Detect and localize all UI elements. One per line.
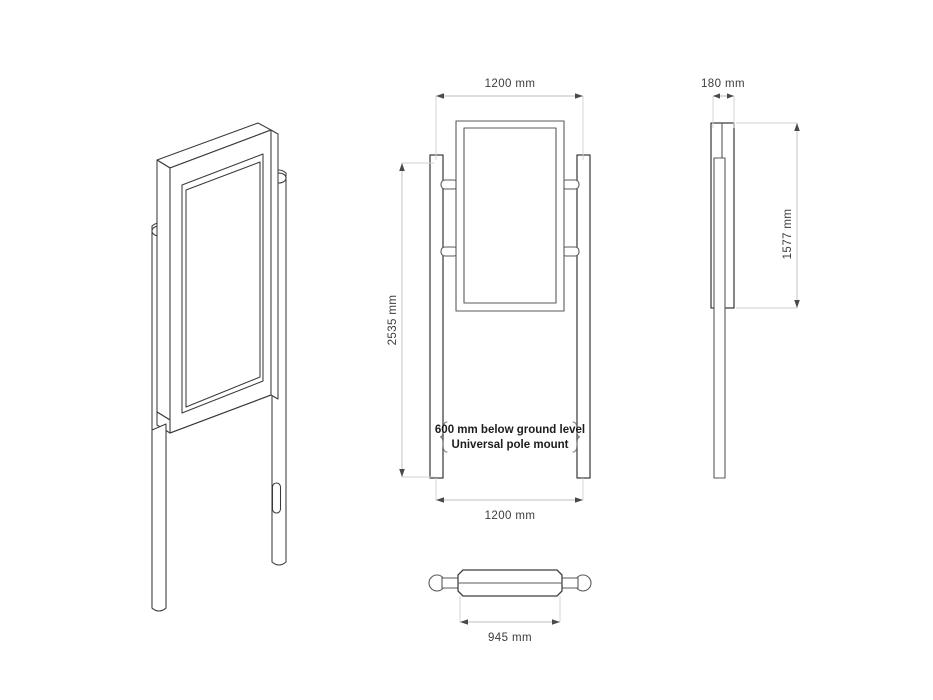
dim-side-depth: 180 mm — [701, 78, 745, 128]
plan-view: 945 mm — [428, 569, 592, 644]
plan-panel-body — [457, 569, 563, 597]
front-left-pole — [429, 154, 444, 479]
front-panel-frame — [455, 120, 565, 312]
iso-panel-frame — [156, 122, 279, 434]
dim-plan-width: 945 mm — [459, 596, 561, 644]
dim-side-height: 1577 mm — [736, 122, 800, 309]
dim-side-depth-label: 180 mm — [701, 78, 745, 90]
note-line-2: Universal pole mount — [452, 439, 569, 451]
dim-side-height-label: 1577 mm — [782, 209, 794, 260]
front-ground-level-braces — [439, 421, 581, 453]
dim-front-width-bottom: 1200 mm — [435, 478, 584, 522]
front-right-pole — [576, 154, 591, 479]
iso-left-pole-front — [151, 423, 167, 612]
dim-front-width-top-label: 1200 mm — [485, 78, 536, 90]
dim-front-width-bottom-label: 1200 mm — [485, 510, 536, 522]
front-view: 600 mm below ground level Universal pole… — [387, 78, 591, 522]
dim-plan-width-label: 945 mm — [488, 632, 532, 644]
front-view-note: 600 mm below ground level Universal pole… — [435, 424, 585, 451]
dim-front-height: 2535 mm — [387, 162, 434, 478]
side-pole-profile — [713, 157, 726, 479]
note-line-1: 600 mm below ground level — [435, 424, 585, 436]
dim-front-height-label: 2535 mm — [387, 295, 399, 346]
dim-front-width-top: 1200 mm — [435, 78, 584, 160]
isometric-view — [151, 122, 287, 612]
side-view: 180 mm 1577 mm — [701, 78, 800, 479]
